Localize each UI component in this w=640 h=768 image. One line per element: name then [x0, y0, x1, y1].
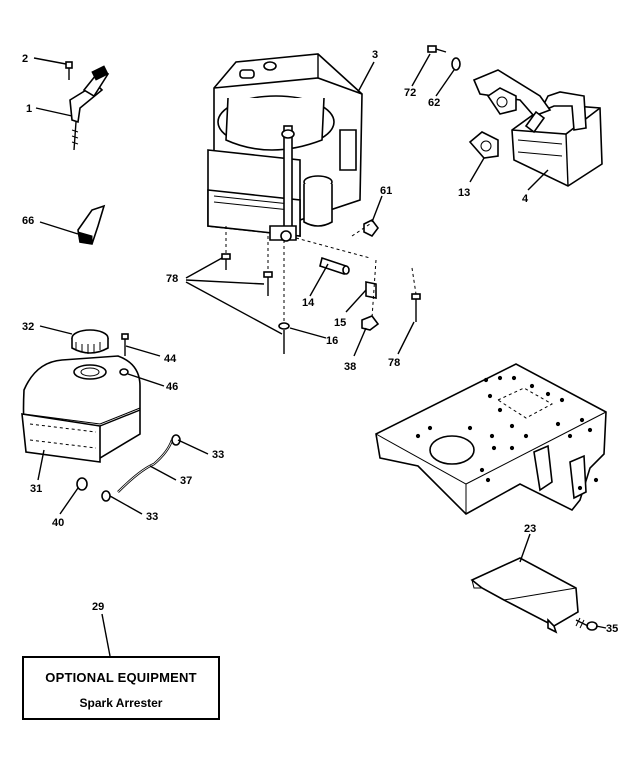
shield-screw-part — [575, 617, 598, 631]
callout-44: 44 — [164, 353, 177, 365]
fuel-line-part — [117, 439, 174, 493]
tank-screw-part — [121, 333, 129, 356]
callout-14: 14 — [302, 297, 315, 309]
hidden-lines — [225, 223, 417, 324]
callout-labels: 2 1 3 72 62 13 4 61 66 78 14 15 16 38 78… — [22, 49, 618, 635]
washer-part — [365, 281, 377, 299]
callout-61: 61 — [380, 185, 392, 197]
callout-3: 3 — [372, 49, 378, 61]
callout-32: 32 — [22, 321, 34, 333]
clamp-upper-part — [171, 434, 181, 446]
shield-part — [470, 557, 579, 634]
spacer-part — [319, 256, 350, 276]
frame-plate-part — [375, 363, 607, 515]
callout-23: 23 — [524, 523, 536, 535]
optional-equipment-box: OPTIONAL EQUIPMENT Spark Arrester — [22, 656, 220, 720]
callout-40: 40 — [52, 517, 64, 529]
bolt-78-left-part — [221, 253, 273, 296]
optional-equipment-title: OPTIONAL EQUIPMENT — [45, 670, 197, 685]
callout-72: 72 — [404, 87, 416, 99]
callout-15: 15 — [334, 317, 346, 329]
engine-part — [207, 53, 363, 242]
tank-washer-part — [119, 368, 129, 376]
muffler-nut-part — [451, 57, 461, 71]
callout-78-right: 78 — [388, 357, 400, 369]
callout-33-lower: 33 — [146, 511, 158, 523]
throttle-screw-part — [65, 61, 73, 80]
callout-46: 46 — [166, 381, 178, 393]
spark-arrester-label: Spark Arrester — [79, 696, 163, 710]
nut-61-part — [363, 218, 379, 238]
fuel-cap-part — [71, 329, 109, 354]
callout-13: 13 — [458, 187, 470, 199]
bracket-part — [77, 204, 106, 245]
callout-31: 31 — [30, 483, 42, 495]
callout-16: 16 — [326, 335, 338, 347]
callout-29: 29 — [92, 601, 104, 613]
callout-1: 1 — [26, 103, 32, 115]
throttle-control-part — [69, 65, 110, 151]
callout-35: 35 — [606, 623, 618, 635]
muffler-bolt-part — [427, 45, 447, 53]
callout-38: 38 — [344, 361, 356, 373]
bolt-16-part — [278, 322, 290, 354]
callout-78-left: 78 — [166, 273, 178, 285]
callout-66: 66 — [22, 215, 34, 227]
clamp-lower-part — [101, 490, 111, 502]
callout-4: 4 — [522, 193, 529, 205]
exhaust-gasket-part — [468, 131, 499, 159]
callout-37: 37 — [180, 475, 192, 487]
nut-38-part — [361, 315, 380, 331]
callout-2: 2 — [22, 53, 28, 65]
leader-lines — [33, 53, 607, 657]
exhaust-gasket-upper-part — [486, 87, 517, 115]
fuel-tank-part — [21, 355, 141, 463]
muffler-part — [472, 69, 603, 187]
callout-62: 62 — [428, 97, 440, 109]
tank-bushing-part — [76, 477, 88, 491]
bolt-78-right-part — [411, 293, 421, 322]
callout-33-upper: 33 — [212, 449, 224, 461]
